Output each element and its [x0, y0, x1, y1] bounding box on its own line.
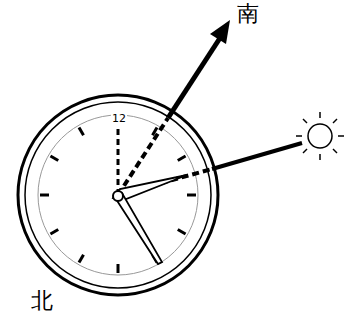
minute-hand	[114, 193, 162, 264]
sun-line	[212, 143, 302, 169]
clock-rim	[18, 95, 218, 295]
clock-dial	[38, 115, 198, 275]
direction-label: 北	[31, 290, 53, 312]
direction-label: 南	[237, 3, 259, 25]
hour-ticks	[40, 127, 196, 273]
twelve-line	[117, 127, 120, 195]
south-line	[168, 38, 220, 118]
dial-number: 12	[111, 113, 127, 124]
hand-pivot	[113, 191, 123, 201]
south-arrowhead	[210, 20, 230, 44]
clock-bezel	[25, 102, 211, 288]
sun-symbol	[296, 112, 344, 160]
